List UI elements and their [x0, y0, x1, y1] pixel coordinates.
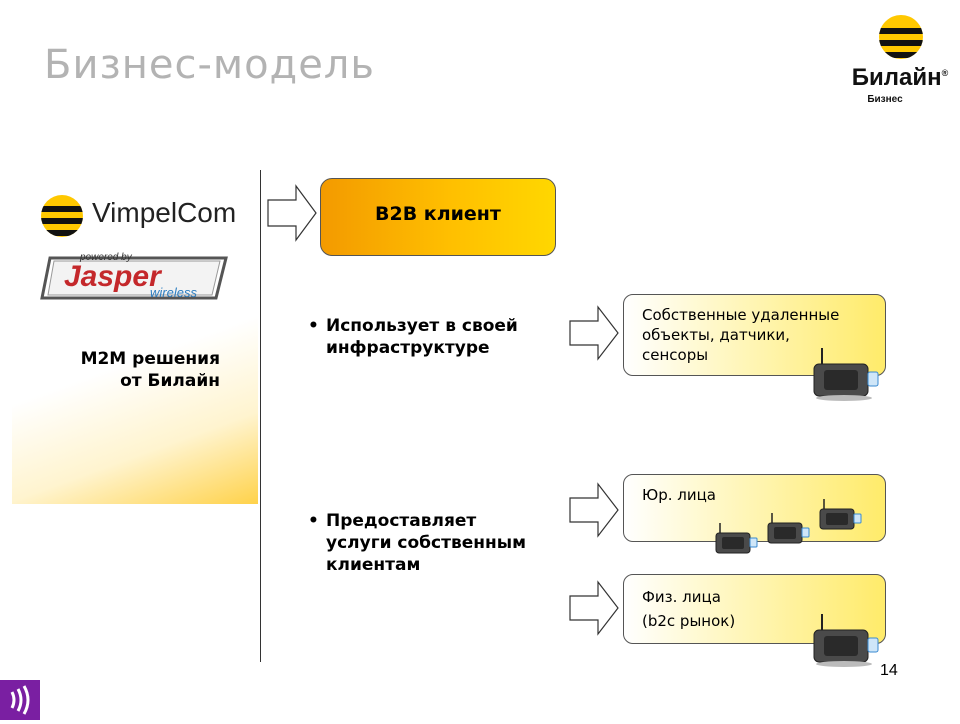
corner-sound-icon — [0, 680, 40, 720]
box-text: Юр. лица — [642, 486, 716, 504]
gps-tracker-device-icon — [715, 523, 758, 554]
m2m-line2: от Билайн — [120, 371, 220, 391]
block-arrow-icon — [569, 580, 619, 636]
beeline-logo: Билайн® Бизнес — [850, 14, 950, 114]
bullet-provides-services: • Предоставляет услуги собственным клиен… — [308, 511, 527, 575]
block-arrow-icon — [267, 184, 317, 242]
bullet-text: Предоставляет услуги собственным клиента… — [326, 511, 527, 575]
m2m-line1: M2M решения — [80, 349, 220, 369]
vimpelcom-name: VimpelCom — [92, 197, 237, 228]
vimpelcom-logo: VimpelCom — [40, 194, 236, 238]
vimpelcom-ball-icon — [41, 195, 83, 237]
divider-line — [260, 170, 261, 662]
jasper-powered: powered by — [80, 252, 132, 263]
gps-tracker-device-icon — [819, 499, 862, 530]
bullet-uses-infrastructure: • Использует в своей инфраструктуре — [308, 316, 518, 358]
own-objects-box: Собственные удаленные объекты, датчики, … — [623, 294, 886, 376]
slide-title: Бизнес-модель — [44, 42, 375, 88]
gps-tracker-device-icon — [813, 348, 879, 401]
block-arrow-icon — [569, 305, 619, 361]
box-text: Собственные удаленные объекты, датчики, … — [642, 306, 840, 364]
b2b-client-box: B2B клиент — [320, 178, 556, 256]
beeline-wordmark: Билайн® — [851, 64, 949, 91]
box-text: Физ. лица (b2c рынок) — [642, 588, 736, 630]
legal-entities-box: Юр. лица — [623, 474, 886, 542]
b2b-label: B2B клиент — [375, 203, 501, 225]
m2m-caption: M2M решения от Билайн — [20, 348, 220, 392]
jasper-logo-icon: powered by Jasper wireless — [40, 250, 232, 302]
page-number: 14 — [880, 662, 898, 679]
gps-tracker-device-icon — [767, 513, 810, 544]
jasper-wireless: wireless — [150, 285, 197, 300]
gps-tracker-device-icon — [813, 614, 879, 667]
jasper-name: Jasper — [64, 260, 161, 293]
bullet-text: Использует в своей инфраструктуре — [326, 316, 518, 358]
block-arrow-icon — [569, 482, 619, 538]
beeline-sub: Бизнес — [867, 94, 903, 105]
beeline-ball-icon — [879, 15, 923, 59]
